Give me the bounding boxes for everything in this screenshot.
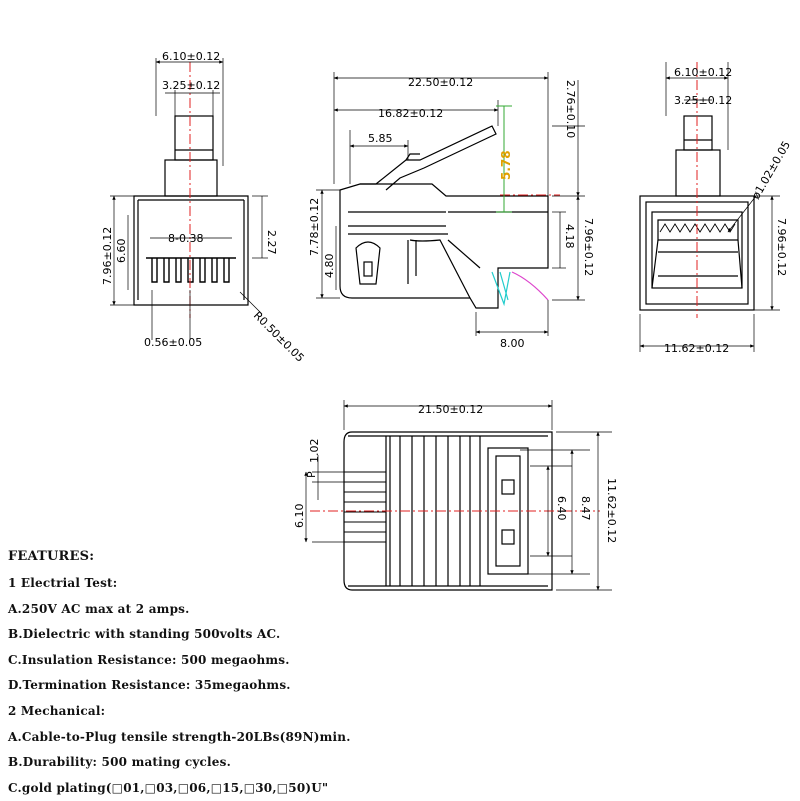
front-height-side: 2.27 xyxy=(265,230,278,255)
top-body-outline xyxy=(343,431,553,591)
feature-line: B.Dielectric with standing 500volts AC. xyxy=(8,627,281,642)
feature-line: C.gold plating(□01,□03,□06,□15,□30,□50)U… xyxy=(8,780,329,795)
top-outer-width: 8.47 xyxy=(579,496,592,521)
rear-hole-diameter: ø1.02±0.05 xyxy=(749,139,793,202)
feature-line: B.Durability: 500 mating cycles. xyxy=(8,755,231,770)
front-contact-pitch: 8-0.38 xyxy=(168,232,203,245)
side-latch xyxy=(360,125,497,191)
front-height-body: 6.60 xyxy=(115,239,128,264)
front-contact-slots xyxy=(146,257,236,283)
front-width-inner: 3.25±0.12 xyxy=(162,79,220,92)
rear-height: 7.96±0.12 xyxy=(775,218,788,276)
side-height-right: 7.96±0.12 xyxy=(582,218,595,276)
front-width-top: 6.10±0.12 xyxy=(162,50,220,63)
rear-width-inner: 3.25±0.12 xyxy=(674,94,732,107)
feature-line: C.Insulation Resistance: 500 megaohms. xyxy=(8,652,290,667)
side-height-latch: 5.78 xyxy=(499,150,513,180)
side-height-left: 7.78±0.12 xyxy=(308,198,321,256)
features-section: FEATURES: 1 Electrial Test: A.250V AC ma… xyxy=(8,545,798,801)
rear-width-bottom: 11.62±0.12 xyxy=(664,342,729,355)
top-pitch: 1.02 xyxy=(308,439,321,464)
rear-latch-body xyxy=(675,149,721,197)
feature-line: 1 Electrial Test: xyxy=(8,576,118,590)
feature-line: A.Cable-to-Plug tensile strength-20LBs(8… xyxy=(8,729,351,744)
side-length-latch: 16.82±0.12 xyxy=(378,107,443,120)
front-corner-radius: R0.50±0.05 xyxy=(251,309,307,365)
rear-width-top: 6.10±0.12 xyxy=(674,66,732,79)
feature-line: A.250V AC max at 2 amps. xyxy=(8,601,190,616)
feature-line: 2 Mechanical: xyxy=(8,703,106,718)
top-contacts xyxy=(344,471,386,543)
front-view xyxy=(110,58,268,340)
top-total-width: 11.62±0.12 xyxy=(605,478,618,543)
front-pin-width: 0.56±0.05 xyxy=(144,336,202,349)
side-body-outline xyxy=(339,183,549,309)
front-latch-tab xyxy=(174,115,214,161)
top-inner-width: 6.40 xyxy=(555,496,568,521)
feature-line: D.Termination Resistance: 35megaohms. xyxy=(8,678,291,693)
features-title: FEATURES: xyxy=(8,549,95,564)
top-pitch-label: P xyxy=(305,471,318,478)
front-latch-body xyxy=(164,159,218,197)
top-view xyxy=(304,400,612,591)
front-height-total: 7.96±0.12 xyxy=(101,227,114,285)
side-latch-offset: 5.85 xyxy=(368,132,393,145)
side-view xyxy=(316,72,585,336)
top-length: 21.50±0.12 xyxy=(418,403,483,416)
side-height-inner: 4.80 xyxy=(323,254,336,279)
front-body-outline xyxy=(133,195,249,306)
side-length-total: 22.50±0.12 xyxy=(408,76,473,89)
rear-latch-tab xyxy=(683,115,713,151)
top-width-contacts: 6.10 xyxy=(293,504,306,529)
side-length-bottom: 8.00 xyxy=(500,337,525,350)
rear-view xyxy=(639,62,780,352)
side-height-top: 2.76±0.10 xyxy=(564,80,577,138)
side-height-right-inner: 4.18 xyxy=(563,224,576,249)
